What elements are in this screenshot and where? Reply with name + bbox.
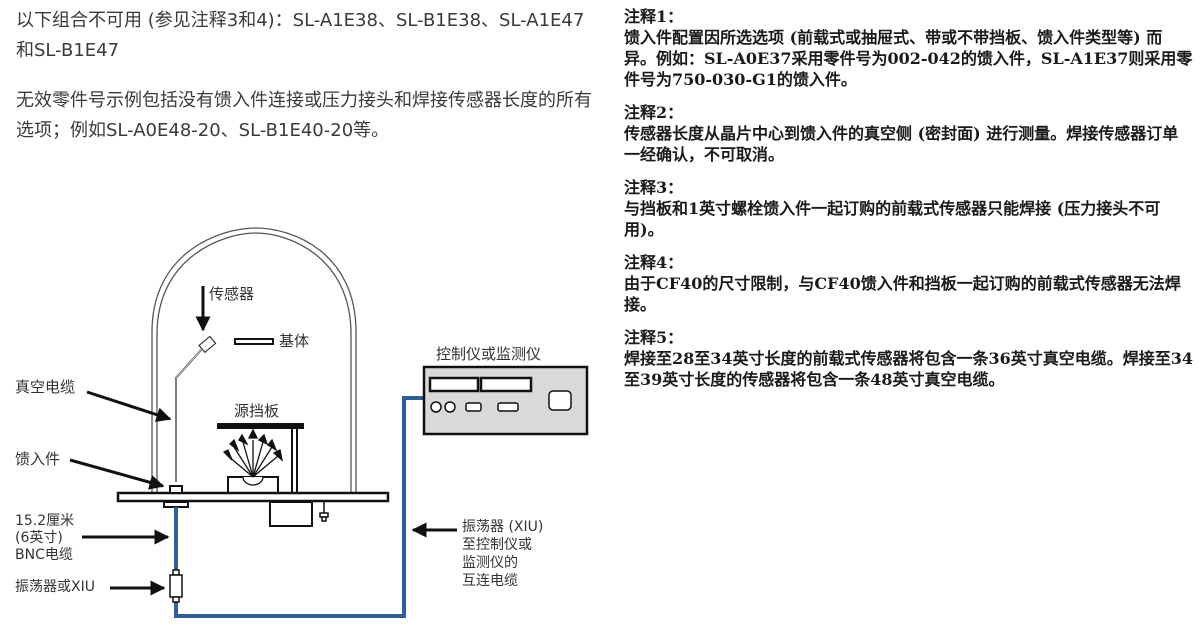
- note-title: 注释4：: [624, 253, 684, 272]
- system-diagram: [69, 227, 589, 618]
- substrate-label: 基体: [279, 332, 310, 350]
- bnc-cable-label: 15.2厘米 (6英寸) BNC电缆: [15, 513, 75, 563]
- controller-label: 控制仪或监测仪: [436, 345, 542, 363]
- oscillator-icon: [169, 569, 183, 603]
- source-shutter-label: 源挡板: [234, 402, 280, 420]
- invalid-part-numbers-text: 无效零件号示例包括没有馈入件连接或压力接头和焊接传感器长度的所有选项；例如SL-…: [16, 90, 592, 141]
- note-body: 与挡板和1英寸螺栓馈入件一起订购的前载式传感器只能焊接 (压力接头不可用)。: [624, 199, 1161, 239]
- note-title: 注释5：: [624, 328, 684, 347]
- bolt-icon: [319, 502, 329, 522]
- note-1: 注释1： 馈入件配置因所选选项 (前载式或抽屉式、带或不带挡板、馈入件类型等) …: [624, 6, 1194, 90]
- unavailable-combinations-text: 以下组合不可用 (参见注释3和4)：SL-A1E38、SL-B1E38、SL-A…: [16, 10, 585, 61]
- note-body: 由于CF40的尺寸限制，与CF40馈入件和挡板一起订购的前载式传感器无法焊接。: [624, 274, 1181, 314]
- oscillator-label: 振荡器或XIU: [15, 579, 95, 595]
- note-3: 注释3： 与挡板和1英寸螺栓馈入件一起订购的前载式传感器只能焊接 (压力接头不可…: [624, 177, 1194, 240]
- note-body: 传感器长度从晶片中心到馈入件的真空侧 (密封面) 进行测量。焊接传感器订单一经确…: [624, 124, 1179, 164]
- note-title: 注释3：: [624, 178, 684, 197]
- note-title: 注释1：: [624, 7, 684, 26]
- shutter-actuator: [269, 501, 313, 527]
- vacuum-cable-label: 真空电缆: [15, 378, 76, 396]
- feedthrough-icon: [169, 485, 183, 494]
- evaporation-source-icon: [222, 428, 284, 494]
- note-body: 馈入件配置因所选选项 (前载式或抽屉式、带或不带挡板、馈入件类型等) 而异。例如…: [624, 28, 1193, 89]
- bell-jar: [151, 227, 357, 492]
- note-title: 注释2：: [624, 103, 684, 122]
- note-body: 焊接至28至34英寸长度的前载式传感器将包含一条36英寸真空电缆。焊接至34至3…: [624, 349, 1194, 389]
- vacuum-cable-arrow: [86, 390, 172, 422]
- note-4: 注释4： 由于CF40的尺寸限制，与CF40馈入件和挡板一起订购的前载式传感器无…: [624, 252, 1194, 315]
- interconnect-cable-label: 振荡器 (XIU) 至控制仪或 监测仪的 互连电缆: [462, 519, 544, 589]
- sensor-label: 传感器: [209, 285, 255, 303]
- baseplate: [116, 491, 390, 503]
- feedthrough-flange: [163, 501, 189, 508]
- feedthrough-arrow: [69, 458, 165, 490]
- note-2: 注释2： 传感器长度从晶片中心到馈入件的真空侧 (密封面) 进行测量。焊接传感器…: [624, 102, 1194, 165]
- controller-icon: [422, 365, 589, 436]
- note-5: 注释5： 焊接至28至34英寸长度的前载式传感器将包含一条36英寸真空电缆。焊接…: [624, 327, 1194, 390]
- intro-text: 以下组合不可用 (参见注释3和4)：SL-A1E38、SL-B1E38、SL-A…: [16, 6, 596, 166]
- sensor-head-icon: [175, 335, 217, 482]
- notes-section: 注释1： 馈入件配置因所选选项 (前载式或抽屉式、带或不带挡板、馈入件类型等) …: [624, 6, 1194, 402]
- substrate-icon: [234, 338, 274, 345]
- feedthrough-label: 馈入件: [15, 450, 61, 468]
